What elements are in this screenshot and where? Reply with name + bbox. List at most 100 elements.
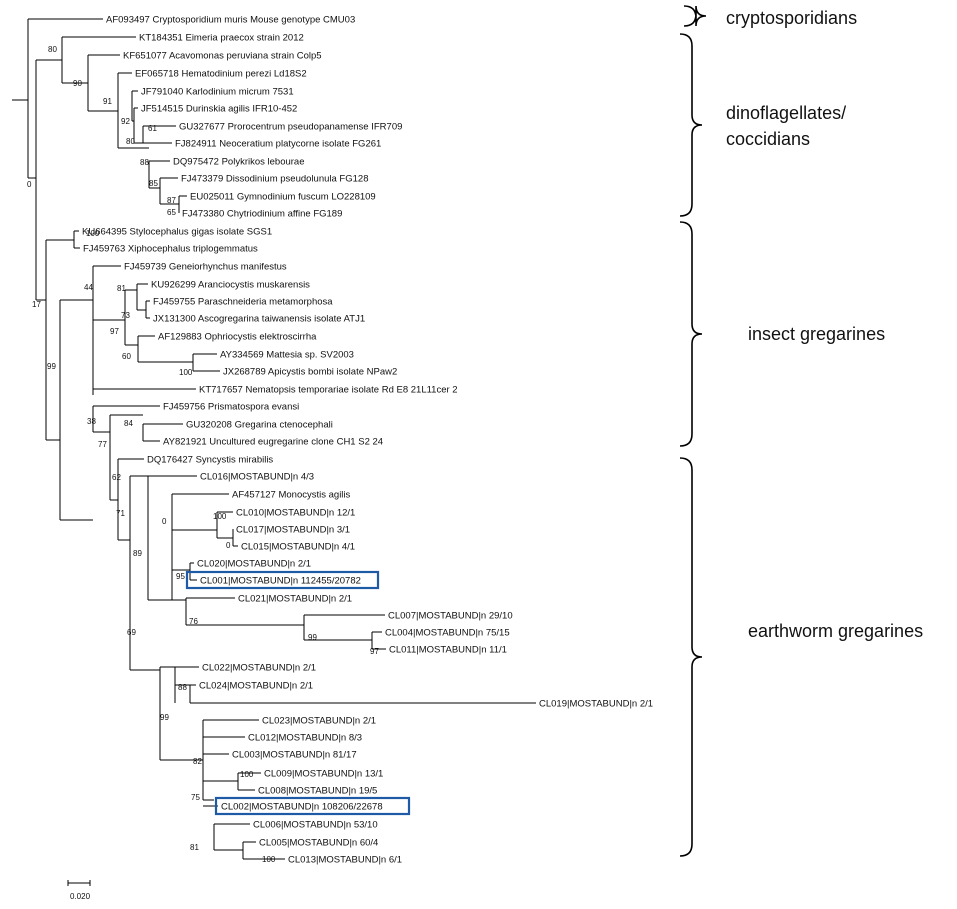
- taxon-label: CL008|MOSTABUND|n 19/5: [258, 786, 377, 797]
- bootstrap-support: 62: [112, 473, 121, 482]
- taxon-label: AY821921 Uncultured eugregarine clone CH…: [163, 437, 383, 448]
- bootstrap-support: 91: [103, 97, 112, 106]
- bootstrap-support: 85: [149, 179, 158, 188]
- bootstrap-support: 80: [48, 45, 57, 54]
- bootstrap-support: 61: [148, 124, 157, 133]
- taxon-label: CL002|MOSTABUND|n 108206/22678: [221, 802, 383, 813]
- taxon-label: KU926299 Aranciocystis muskarensis: [151, 280, 310, 291]
- bootstrap-support: 71: [116, 509, 125, 518]
- bootstrap-support: 81: [117, 284, 126, 293]
- taxon-label: FJ459755 Paraschneideria metamorphosa: [153, 297, 333, 308]
- taxon-label: CL013|MOSTABUND|n 6/1: [288, 855, 402, 866]
- highlight-box-cl001: [185, 570, 380, 590]
- taxon-label: DQ975472 Polykrikos lebourae: [173, 157, 305, 168]
- bootstrap-support: 0: [27, 180, 32, 189]
- taxon-label: FJ459739 Geneiorhynchus manifestus: [124, 262, 287, 273]
- bootstrap-support: 75: [191, 793, 200, 802]
- bootstrap-support: 0: [226, 541, 231, 550]
- taxon-label: EU025011 Gymnodinium fuscum LO228109: [190, 192, 376, 203]
- taxon-label: KT717657 Nematopsis temporariae isolate …: [199, 385, 458, 396]
- bootstrap-support: 77: [98, 440, 107, 449]
- taxon-label: CL021|MOSTABUND|n 2/1: [238, 594, 352, 605]
- taxon-label: GU320208 Gregarina ctenocephali: [186, 420, 333, 431]
- taxon-label: AY334569 Mattesia sp. SV2003: [220, 350, 354, 361]
- taxon-label: CL024|MOSTABUND|n 2/1: [199, 681, 313, 692]
- bootstrap-support: 69: [127, 628, 136, 637]
- taxon-label: CL003|MOSTABUND|n 81/17: [232, 750, 357, 761]
- taxon-label: FJ459763 Xiphocephalus triplogemmatus: [83, 244, 258, 255]
- taxon-label: JF791040 Karlodinium micrum 7531: [141, 87, 294, 98]
- bootstrap-support: 92: [121, 117, 130, 126]
- bootstrap-support: 100: [213, 512, 227, 521]
- group-label: cryptosporidians: [726, 8, 857, 28]
- scale-bar-label: 0.020: [70, 892, 91, 901]
- taxon-label: CL009|MOSTABUND|n 13/1: [264, 769, 383, 780]
- bootstrap-support: 100: [179, 368, 193, 377]
- bootstrap-support: 100: [262, 855, 276, 864]
- bootstrap-support: 73: [121, 311, 130, 320]
- bootstrap-support: 100: [86, 229, 100, 238]
- bootstrap-support: 90: [73, 79, 82, 88]
- taxon-label: CL016|MOSTABUND|n 4/3: [200, 472, 314, 483]
- taxon-label: JX131300 Ascogregarina taiwanensis isola…: [153, 314, 365, 325]
- taxon-label: AF129883 Ophriocystis elektroscirrha: [158, 332, 317, 343]
- taxon-label: KF651077 Acavomonas peruviana strain Col…: [123, 51, 322, 62]
- taxon-label: CL010|MOSTABUND|n 12/1: [236, 508, 355, 519]
- bootstrap-support: 99: [308, 633, 317, 642]
- bootstrap-support: 97: [370, 647, 379, 656]
- bootstrap-support: 95: [176, 572, 185, 581]
- taxon-label: FJ459756 Prismatospora evansi: [163, 402, 299, 413]
- bootstrap-support: 38: [87, 417, 96, 426]
- bootstrap-support: 84: [124, 419, 133, 428]
- group-label: insect gregarines: [748, 324, 885, 344]
- taxon-label: CL005|MOSTABUND|n 60/4: [259, 838, 378, 849]
- taxon-label: CL012|MOSTABUND|n 8/3: [248, 733, 362, 744]
- group-label: coccidians: [726, 129, 810, 149]
- taxon-label: CL022|MOSTABUND|n 2/1: [202, 663, 316, 674]
- taxon-label: DQ176427 Syncystis mirabilis: [147, 455, 273, 466]
- brace-insect-gregarines: [679, 221, 703, 447]
- bootstrap-support: 60: [122, 352, 131, 361]
- taxon-label: KT184351 Eimeria praecox strain 2012: [139, 33, 304, 44]
- bootstrap-support: 81: [190, 843, 199, 852]
- bootstrap-support: 100: [240, 770, 254, 779]
- bootstrap-support: 97: [110, 327, 119, 336]
- bootstrap-support: 0: [162, 517, 167, 526]
- taxon-label: JX268789 Apicystis bombi isolate NPaw2: [223, 367, 397, 378]
- bootstrap-support: 82: [193, 757, 202, 766]
- taxon-label: CL017|MOSTABUND|n 3/1: [236, 525, 350, 536]
- bootstrap-support: 65: [167, 208, 176, 217]
- brace-earthworm-gregarines: [679, 457, 703, 857]
- bootstrap-support: 88: [140, 158, 149, 167]
- taxon-label: CL001|MOSTABUND|n 112455/20782: [200, 576, 361, 587]
- taxon-label: CL007|MOSTABUND|n 29/10: [388, 611, 513, 622]
- bootstrap-support: 89: [133, 549, 142, 558]
- taxon-label: AF457127 Monocystis agilis: [232, 490, 351, 501]
- taxon-label: FJ824911 Neoceratium platycorne isolate …: [175, 139, 381, 150]
- taxon-label: FJ473380 Chytriodinium affine FG189: [182, 209, 342, 220]
- taxon-label: AF093497 Cryptosporidium muris Mouse gen…: [106, 15, 355, 26]
- bootstrap-support: 44: [84, 283, 93, 292]
- group-label: earthworm gregarines: [748, 621, 923, 641]
- highlight-box-cl002: [214, 796, 411, 816]
- bootstrap-support: 88: [178, 683, 187, 692]
- bootstrap-support: 17: [32, 300, 41, 309]
- taxon-label: JF514515 Durinskia agilis IFR10-452: [141, 104, 297, 115]
- bootstrap-support: 87: [167, 196, 176, 205]
- taxon-label: CL006|MOSTABUND|n 53/10: [253, 820, 378, 831]
- bootstrap-support: 76: [189, 617, 198, 626]
- taxon-label: CL015|MOSTABUND|n 4/1: [241, 542, 355, 553]
- taxon-label: CL004|MOSTABUND|n 75/15: [385, 628, 510, 639]
- taxon-label: CL023|MOSTABUND|n 2/1: [262, 716, 376, 727]
- taxon-label: CL020|MOSTABUND|n 2/1: [197, 559, 311, 570]
- group-label: dinoflagellates/: [726, 103, 846, 123]
- taxon-label: FJ473379 Dissodinium pseudolunula FG128: [181, 174, 368, 185]
- bootstrap-support: 99: [160, 713, 169, 722]
- bootstrap-support: 99: [47, 362, 56, 371]
- taxon-label: CL019|MOSTABUND|n 2/1: [539, 699, 653, 710]
- brace-dinoflagellates-coccidians: [679, 33, 703, 217]
- taxon-label: KU664395 Stylocephalus gigas isolate SGS…: [82, 227, 272, 238]
- bootstrap-support: 80: [126, 137, 135, 146]
- taxon-label: CL011|MOSTABUND|n 11/1: [389, 645, 507, 656]
